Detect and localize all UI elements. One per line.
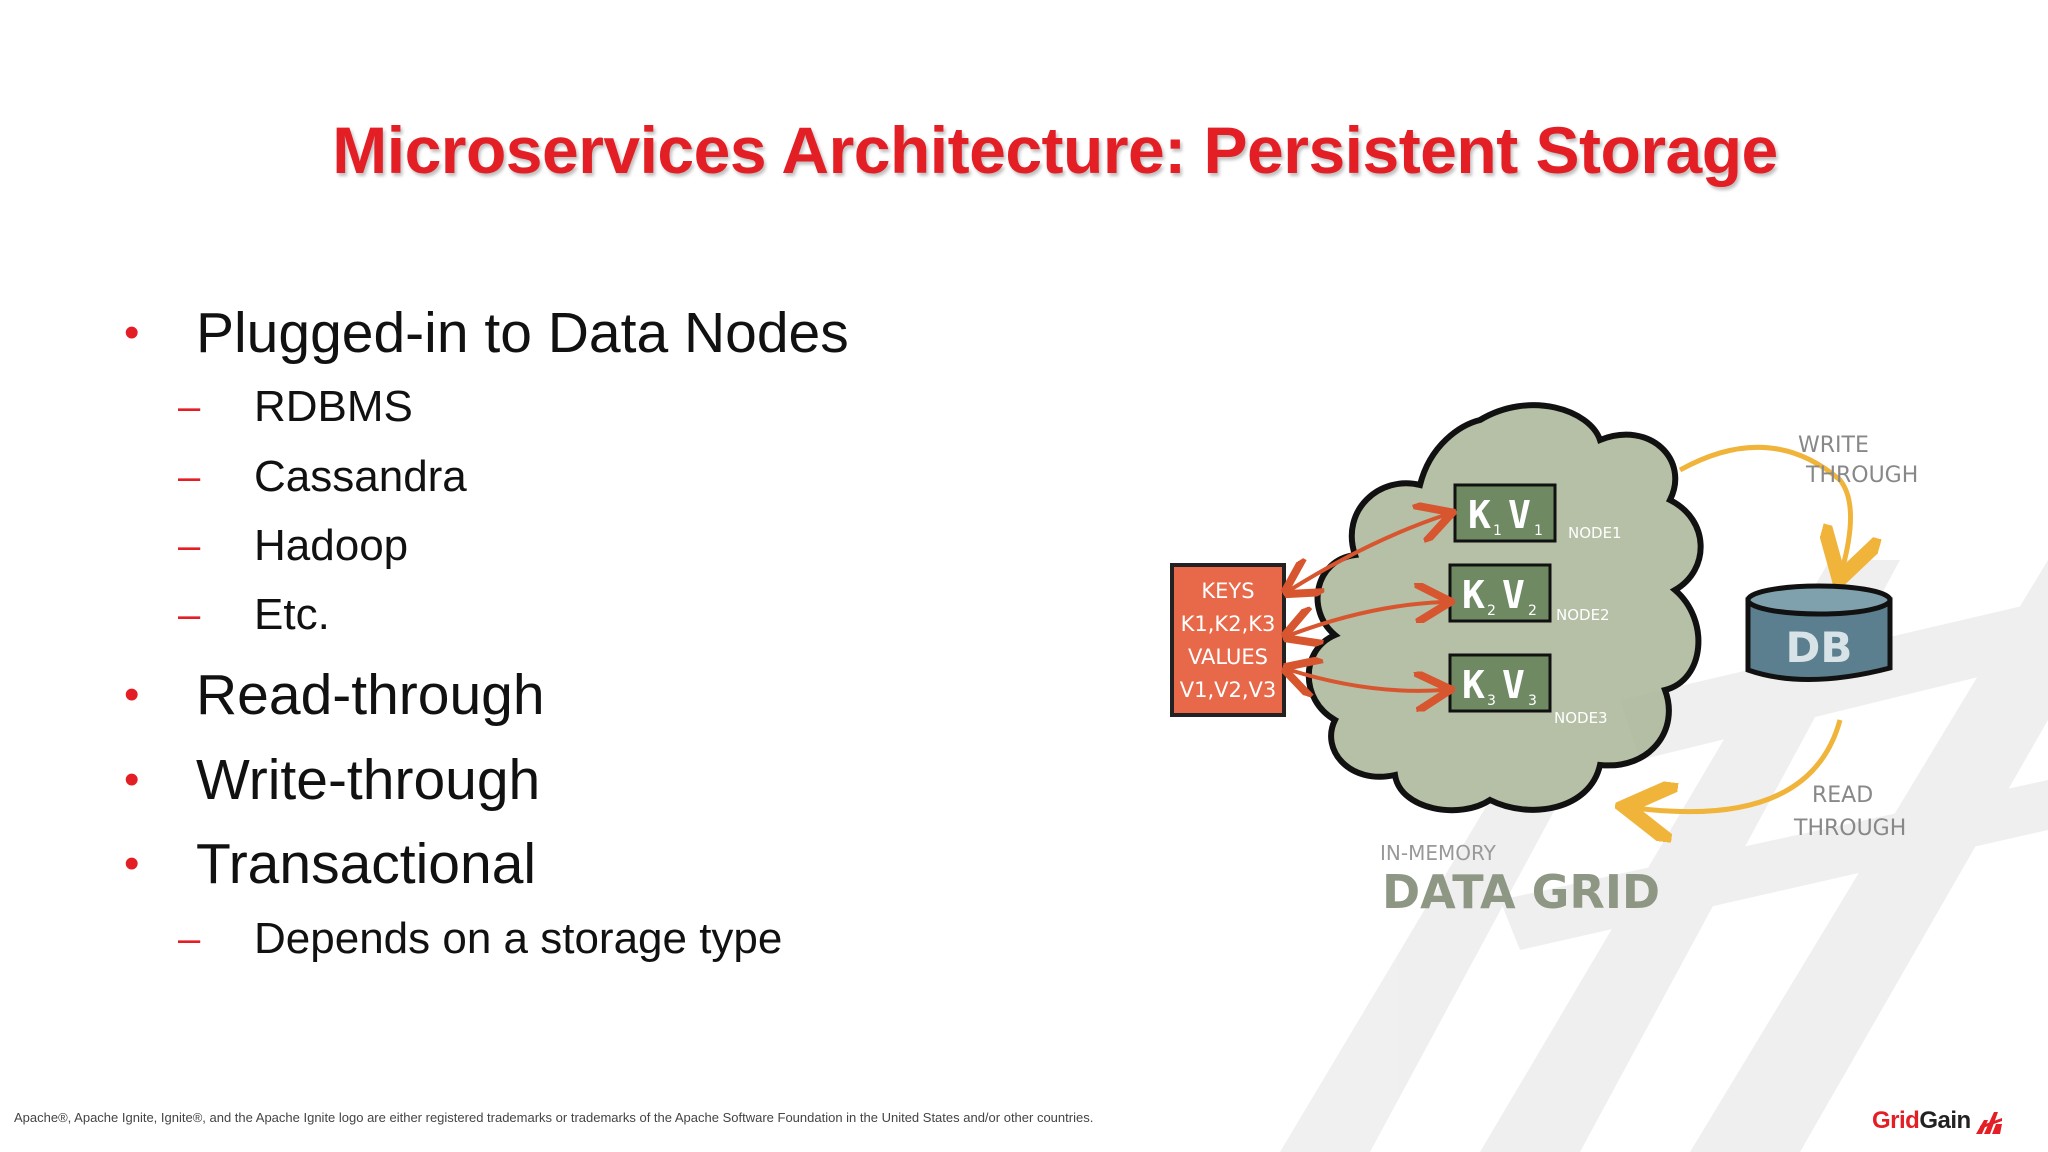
bullet-marker: • xyxy=(124,755,140,804)
write-through-arrow xyxy=(1678,444,1851,570)
kv-value: V xyxy=(1502,663,1525,707)
read-label: READ xyxy=(1812,783,1873,808)
bullet-text: Write-through xyxy=(196,748,541,812)
sub-bullet-marker: – xyxy=(178,384,201,429)
kv-key-sub: 2 xyxy=(1487,603,1496,619)
bullet-marker: • xyxy=(124,839,140,888)
sub-bullet-item: – Etc. xyxy=(178,590,330,640)
bullet-item: • Write-through xyxy=(124,747,540,813)
kv-value-sub: 3 xyxy=(1528,693,1537,709)
sub-bullet-item: – RDBMS xyxy=(178,382,413,432)
logo-text: GridGain xyxy=(1872,1107,1971,1135)
bullet-text: Read-through xyxy=(196,663,545,727)
sub-bullet-marker: – xyxy=(178,454,201,499)
read-through-arrow xyxy=(1635,719,1843,812)
bullet-item: • Transactional xyxy=(124,831,536,897)
sub-bullet-marker: – xyxy=(178,916,201,961)
kv-value-sub: 1 xyxy=(1534,523,1543,539)
kv-value: V xyxy=(1508,493,1531,537)
bullet-item: • Read-through xyxy=(124,662,545,728)
write-label: THROUGH xyxy=(1805,463,1918,488)
bullet-item: • Plugged-in to Data Nodes xyxy=(124,300,849,366)
kv-node-2: K 2 V 2 NODE2 xyxy=(1448,563,1610,624)
trademark-footer: Apache®, Apache Ignite, Ignite®, and the… xyxy=(14,1110,1094,1125)
logo-grid: Grid xyxy=(1872,1107,1920,1134)
node-label: NODE3 xyxy=(1554,709,1608,727)
db-cylinder: DB xyxy=(1745,583,1893,683)
bullet-marker: • xyxy=(124,308,140,357)
arrow-keys-node2 xyxy=(1290,602,1443,635)
arrow-keys-node3 xyxy=(1290,670,1443,691)
kv-key-sub: 1 xyxy=(1493,523,1502,539)
node-label: NODE2 xyxy=(1556,606,1610,624)
kv-key: K xyxy=(1462,573,1485,617)
write-label: WRITE xyxy=(1798,433,1869,458)
kv-key-sub: 3 xyxy=(1487,693,1496,709)
sub-bullet-text: Etc. xyxy=(254,590,330,639)
sub-bullet-item: – Depends on a storage type xyxy=(178,914,782,964)
bullet-list: • Plugged-in to Data Nodes – RDBMS – Cas… xyxy=(0,0,1100,1000)
logo-mark-icon xyxy=(1975,1112,2002,1134)
kv-node-3: K 3 V 3 NODE3 xyxy=(1448,653,1608,727)
db-label: DB xyxy=(1786,623,1853,672)
sub-bullet-marker: – xyxy=(178,523,201,568)
grid-big-label: DATA GRID xyxy=(1382,865,1660,919)
bullet-marker: • xyxy=(124,670,140,719)
keys-box: KEYS K1,K2,K3 VALUES V1,V2,V3 xyxy=(1170,563,1286,717)
sub-bullet-text: Cassandra xyxy=(254,452,467,501)
sub-bullet-text: Depends on a storage type xyxy=(254,914,783,963)
gridgain-logo: GridGain xyxy=(1872,1104,2004,1138)
sub-bullet-text: RDBMS xyxy=(254,382,413,431)
bullet-text: Transactional xyxy=(196,832,537,896)
kv-value: V xyxy=(1502,573,1525,617)
kv-key: K xyxy=(1462,663,1485,707)
grid-small-label: IN-MEMORY xyxy=(1380,841,1497,865)
kv-value-sub: 2 xyxy=(1528,603,1537,619)
slide-title: Microservices Architecture: Persistent S… xyxy=(332,113,1778,187)
keys-line: K1,K2,K3 xyxy=(1181,612,1276,636)
keys-line: KEYS xyxy=(1201,579,1254,603)
bullet-text: Plugged-in to Data Nodes xyxy=(196,301,849,365)
keys-line: V1,V2,V3 xyxy=(1180,678,1277,702)
node-label: NODE1 xyxy=(1568,524,1622,542)
arrow-keys-node1 xyxy=(1290,515,1445,590)
logo-gain: Gain xyxy=(1919,1107,1971,1134)
kv-key: K xyxy=(1468,493,1491,537)
data-grid-diagram: K 1 V 1 NODE1 K 2 V 2 NODE2 K 3 V 3 NODE… xyxy=(1170,402,1918,919)
keys-line: VALUES xyxy=(1188,645,1268,669)
sub-bullet-item: – Cassandra xyxy=(178,452,467,502)
read-label: THROUGH xyxy=(1793,816,1906,841)
sub-bullet-item: – Hadoop xyxy=(178,521,408,571)
sub-bullet-marker: – xyxy=(178,592,201,637)
sub-bullet-text: Hadoop xyxy=(254,521,409,570)
